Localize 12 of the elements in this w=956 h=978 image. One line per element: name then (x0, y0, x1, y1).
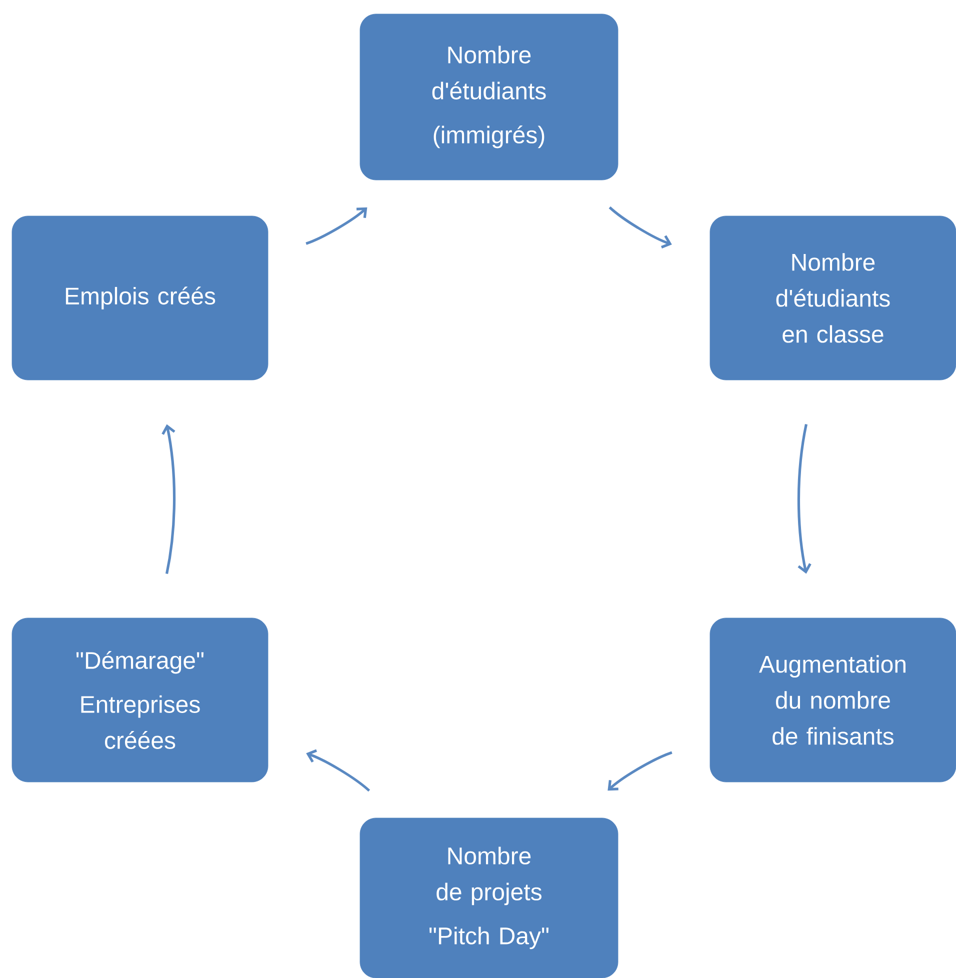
arrow (608, 206, 672, 248)
process-box: Nombre d'étudiants en classe (710, 216, 956, 380)
arrow (306, 207, 368, 245)
process-box: Nombre d'étudiants (immigrés) (360, 14, 618, 180)
process-box: Emplois créés (12, 216, 268, 380)
arrow (797, 424, 812, 574)
arrow (162, 424, 176, 574)
arrow (608, 751, 672, 791)
arrow (306, 749, 370, 792)
process-box: Nombre de projets "Pitch Day" (360, 818, 618, 978)
process-box: Augmentation du nombre de finisants (710, 618, 956, 782)
process-box: "Démarage" Entreprises créées (12, 618, 268, 782)
